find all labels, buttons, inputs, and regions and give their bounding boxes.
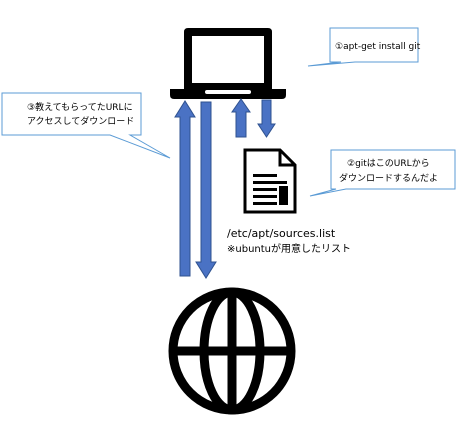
callout-step2-line1: ②gitはこのURLから <box>347 158 430 169</box>
callout-step3-line1: ③教えてもらってたURLに <box>27 101 133 113</box>
callout-step2-line2: ダウンロードするんだよ <box>339 172 438 184</box>
callout-step3: ③教えてもらってたURLに アクセスしてダウンロード <box>1 92 171 159</box>
laptop-icon <box>170 28 286 99</box>
upload-request-arrow <box>174 100 196 277</box>
small-up-arrow <box>231 98 251 138</box>
callout-step1: ①apt-get install git <box>307 27 421 67</box>
download-arrow <box>195 101 217 279</box>
callout-step2: ②gitはこのURLから ダウンロードするんだよ <box>309 149 456 197</box>
sources-list-path: /etc/apt/sources.list <box>227 227 336 240</box>
sources-list-note: ※ubuntuが用意したリスト <box>227 242 351 255</box>
document-icon <box>243 148 297 214</box>
callout-step1-text: ①apt-get install git <box>335 42 421 52</box>
globe-icon <box>168 287 296 415</box>
small-down-arrow <box>257 99 276 138</box>
callout-step3-line2: アクセスしてダウンロード <box>27 115 134 127</box>
